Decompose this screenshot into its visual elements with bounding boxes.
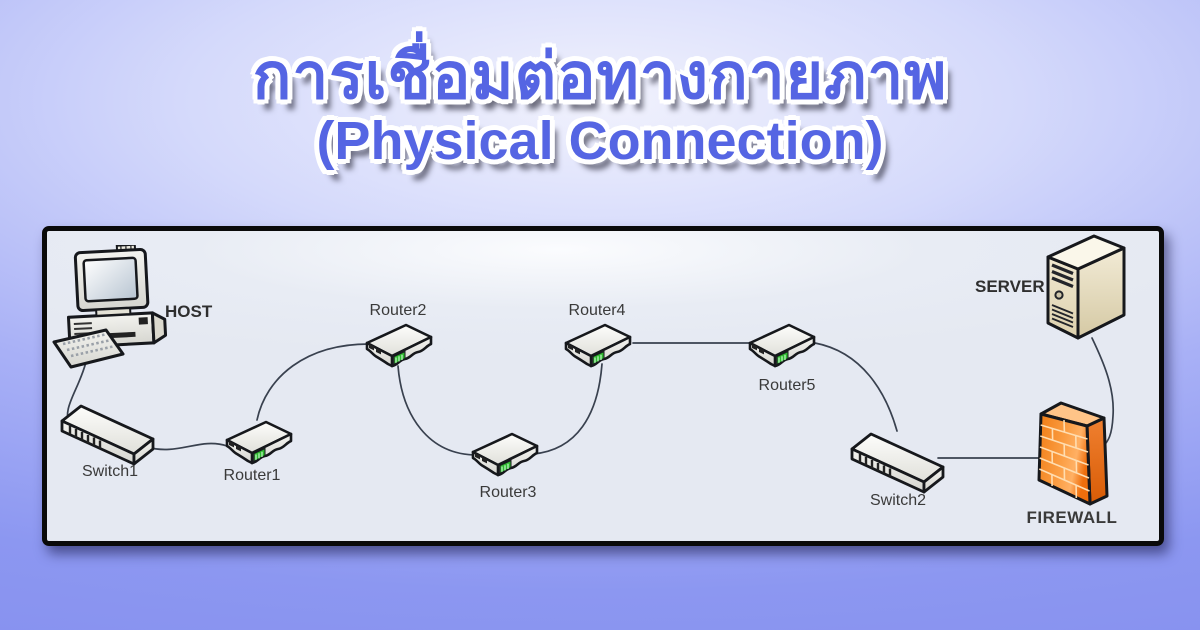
server-label: SERVER (975, 277, 1045, 296)
server-icon (1042, 229, 1130, 341)
host-label: HOST (165, 302, 213, 321)
router1-label: Router1 (223, 467, 281, 484)
cable-router3-router4 (532, 363, 603, 455)
router4-label: Router4 (568, 302, 626, 319)
cable-firewall-server (1091, 337, 1115, 448)
router-icon (559, 318, 637, 376)
cables-layer (66, 337, 1115, 459)
title-block: การเชื่อมต่อทางกายภาพ (Physical Connecti… (0, 44, 1200, 168)
switch1-label: Switch1 (81, 463, 139, 480)
network-diagram-panel: HOST Switch1 Router1 Router2 Router3 Rou… (42, 226, 1164, 546)
firewall-icon (1028, 397, 1116, 517)
cable-router2-router3 (397, 365, 478, 456)
router5-label: Router5 (758, 377, 816, 394)
cable-router1-router2 (256, 343, 373, 421)
switch2-label: Switch2 (869, 492, 927, 509)
switch-icon (846, 424, 950, 498)
router-icon (220, 415, 298, 473)
desktop-computer-icon (52, 245, 170, 371)
firewall-label: FIREWALL (1026, 508, 1118, 527)
cable-switch1-router1 (146, 442, 228, 451)
page-title-english: (Physical Connection) (316, 111, 884, 171)
router-icon (466, 427, 544, 485)
router3-label: Router3 (479, 484, 537, 501)
cable-router5-switch2 (814, 342, 898, 432)
router-icon (743, 318, 821, 376)
page-title-thai: การเชื่อมต่อทางกายภาพ (252, 40, 948, 112)
switch-icon (56, 396, 160, 470)
router2-label: Router2 (369, 302, 427, 319)
router-icon (360, 318, 438, 376)
